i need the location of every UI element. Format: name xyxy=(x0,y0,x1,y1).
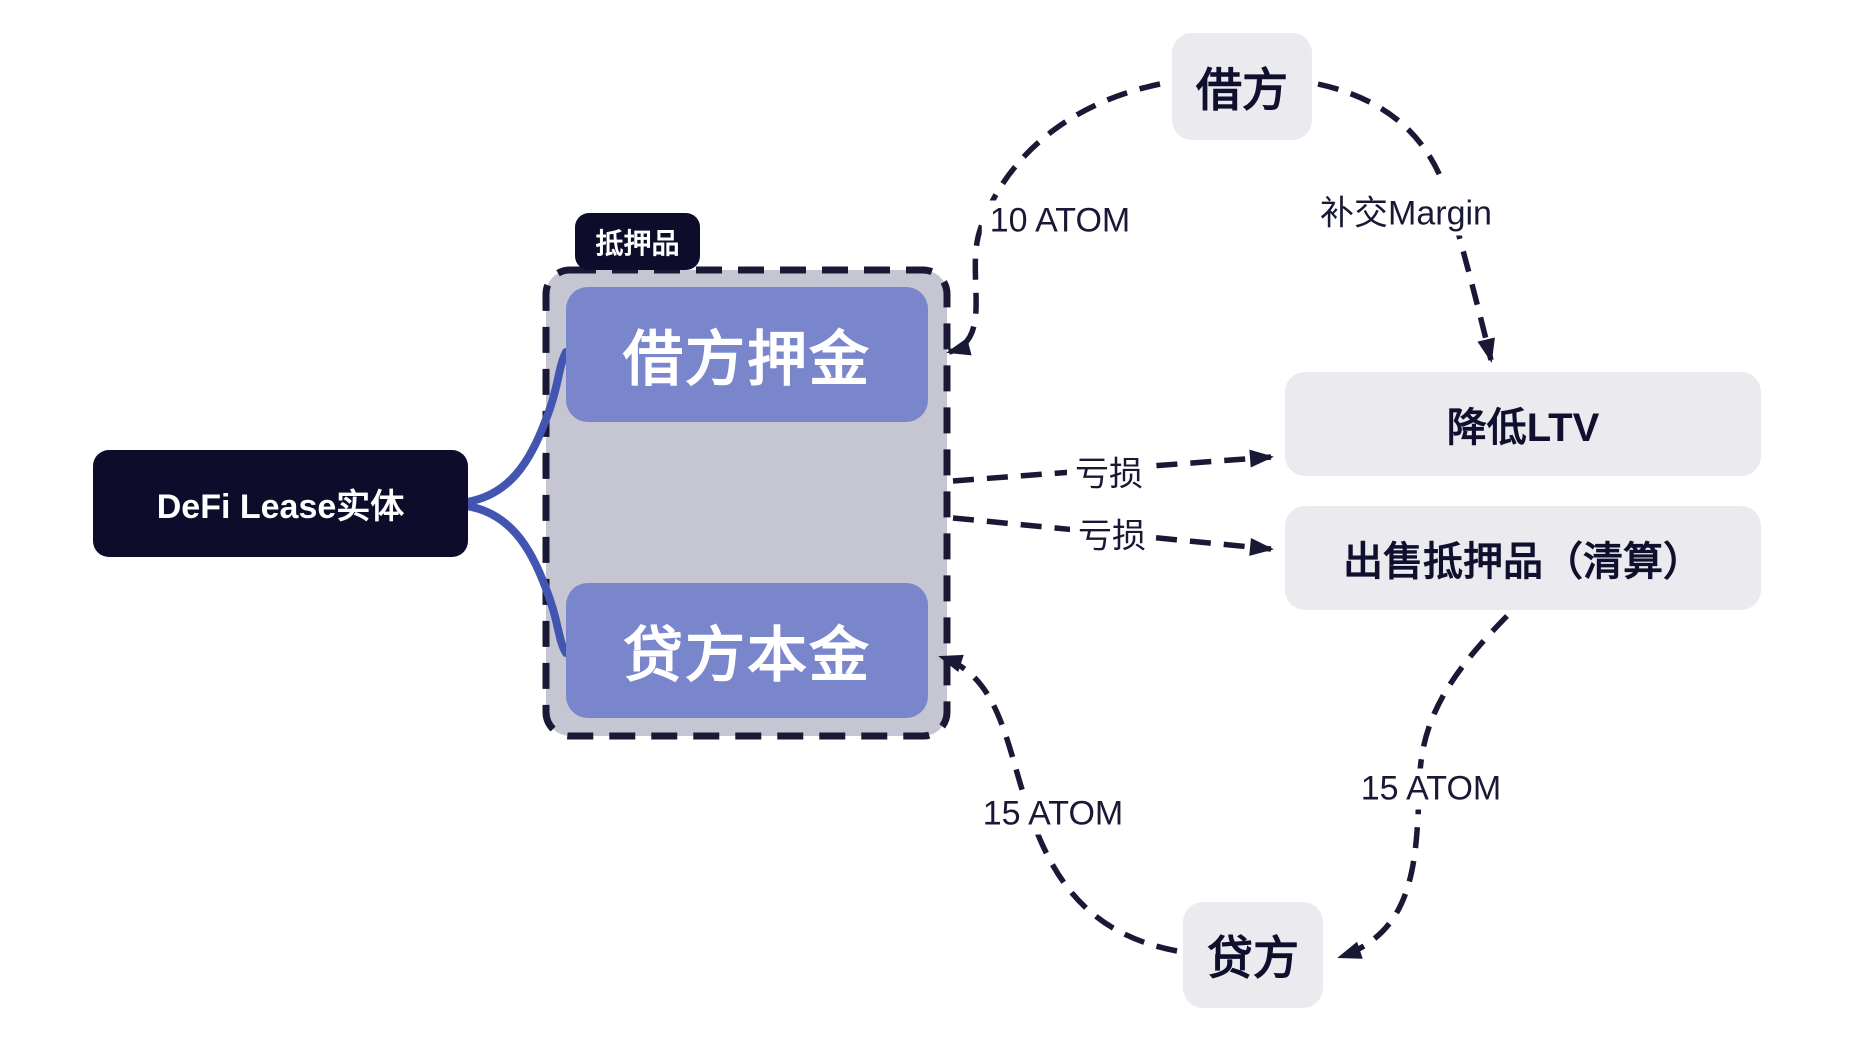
edge-label-margin-call: 补交Margin xyxy=(1312,184,1500,236)
edge-label-10-atom: 10 ATOM xyxy=(981,200,1139,242)
borrower-label: 借方 xyxy=(1196,63,1288,116)
edge-label-15-atom-left: 15 ATOM xyxy=(974,793,1132,835)
lower-ltv-label: 降低LTV xyxy=(1446,406,1600,450)
defi-lease-entity-label: DeFi Lease实体 xyxy=(156,488,405,526)
lender-label: 贷方 xyxy=(1207,932,1299,984)
node-sell-collateral: 出售抵押品（清算） xyxy=(1285,506,1761,610)
edge-label-loss-bottom: 亏损 xyxy=(1070,507,1154,559)
edge-loss-to-sell xyxy=(952,515,1274,556)
collateral-tag: 抵押品 xyxy=(575,213,700,270)
node-lower-ltv: 降低LTV xyxy=(1285,372,1761,476)
node-borrower-deposit: 借方押金 xyxy=(566,287,928,422)
lender-principal-label: 贷方本金 xyxy=(623,622,871,689)
borrower-deposit-label: 借方押金 xyxy=(623,326,871,393)
sell-collateral-label: 出售抵押品（清算） xyxy=(1343,540,1703,584)
edge-label-15-atom-right: 15 ATOM xyxy=(1352,768,1510,810)
edge-borrower-to-deposit xyxy=(946,81,1161,356)
edge-loss-to-ltv xyxy=(952,449,1274,484)
entity-branch-upper xyxy=(463,348,570,506)
node-lender-principal: 贷方本金 xyxy=(566,583,928,718)
node-lender: 贷方 xyxy=(1183,902,1323,1008)
node-borrower: 借方 xyxy=(1172,33,1312,140)
entity-branch-lower xyxy=(463,502,570,657)
edge-label-loss-top: 亏损 xyxy=(1067,445,1151,497)
node-defi-lease-entity: DeFi Lease实体 xyxy=(93,450,468,557)
collateral-tag-label: 抵押品 xyxy=(595,227,680,259)
edge-borrower-to-ltv xyxy=(1317,81,1495,363)
